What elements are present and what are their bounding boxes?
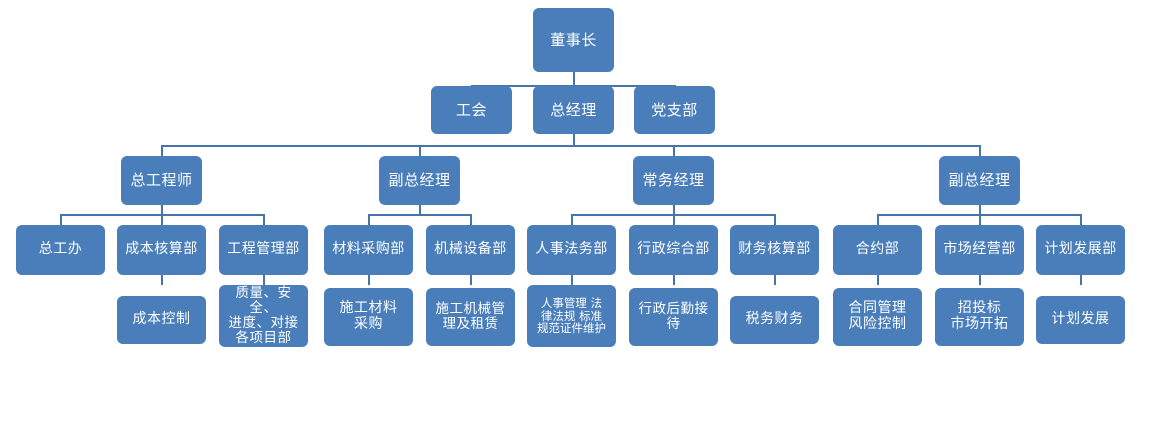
- connector-to-cost-dept: [161, 214, 163, 225]
- node-bidding-market-expansion[interactable]: 招投标 市场开拓: [935, 288, 1024, 346]
- node-admin-logistics-reception[interactable]: 行政后勤接 待: [629, 288, 718, 346]
- node-general-manager[interactable]: 总经理: [533, 86, 614, 134]
- node-chief-engineer[interactable]: 总工程师: [121, 156, 202, 205]
- node-administration-dept[interactable]: 行政综合部: [629, 225, 718, 275]
- node-contract-dept[interactable]: 合约部: [833, 225, 922, 275]
- connector-to-market-dept: [979, 214, 981, 225]
- node-financial-accounting-dept[interactable]: 财务核算部: [730, 225, 819, 275]
- node-planning-development[interactable]: 计划发展: [1036, 296, 1125, 344]
- connector-to-deputy-gm-1: [419, 145, 421, 156]
- connector-market-dept-down: [979, 275, 981, 285]
- connector-bus-deputy-gm-1: [368, 214, 471, 216]
- connector-contract-dept-down: [877, 275, 879, 285]
- node-deputy-general-manager-2[interactable]: 副总经理: [939, 156, 1020, 205]
- node-tax-finance[interactable]: 税务财务: [730, 296, 819, 344]
- node-engineering-management-dept[interactable]: 工程管理部: [219, 225, 308, 275]
- connector-to-gongban: [60, 214, 62, 225]
- connector-material-dept-down: [368, 275, 370, 285]
- connector-to-hr-legal-dept: [571, 214, 573, 225]
- node-construction-machinery-rental[interactable]: 施工机械管 理及租赁: [426, 288, 515, 346]
- node-planning-development-dept[interactable]: 计划发展部: [1036, 225, 1125, 275]
- node-construction-material-purchase[interactable]: 施工材料 采购: [324, 288, 413, 346]
- connector-to-contract-dept: [877, 214, 879, 225]
- connector-finance-dept-down: [774, 275, 776, 285]
- connector-to-executive-manager: [673, 145, 675, 156]
- connector-engineering-dept-down: [263, 275, 265, 285]
- node-executive-manager[interactable]: 常务经理: [633, 156, 714, 205]
- connector-deputy-gm-1-down: [419, 205, 421, 215]
- connector-planning-dept-down: [1080, 275, 1082, 285]
- node-material-procurement-dept[interactable]: 材料采购部: [324, 225, 413, 275]
- connector-to-planning-dept: [1080, 214, 1082, 225]
- connector-to-material-dept: [368, 214, 370, 225]
- connector-admin-dept-down: [673, 275, 675, 285]
- connector-to-engineering-dept: [263, 214, 265, 225]
- connector-to-machinery-dept: [470, 214, 472, 225]
- connector-executive-manager-down: [673, 205, 675, 215]
- connector-to-finance-dept: [774, 214, 776, 225]
- node-deputy-general-manager-1[interactable]: 副总经理: [379, 156, 460, 205]
- connector-cost-dept-down: [161, 275, 163, 285]
- connector-hr-legal-dept-down: [571, 275, 573, 285]
- node-chairman[interactable]: 董事长: [533, 8, 614, 72]
- node-chief-engineer-office[interactable]: 总工办: [16, 225, 105, 275]
- connector-to-deputy-gm-2: [979, 145, 981, 156]
- node-cost-control[interactable]: 成本控制: [117, 296, 206, 344]
- connector-deputy-gm-2-down: [979, 205, 981, 215]
- connector-to-chief-engineer: [161, 145, 163, 156]
- node-machinery-equipment-dept[interactable]: 机械设备部: [426, 225, 515, 275]
- node-market-operation-dept[interactable]: 市场经营部: [935, 225, 1024, 275]
- connector-gm-down: [573, 134, 575, 146]
- connector-machinery-dept-down: [470, 275, 472, 285]
- node-union[interactable]: 工会: [431, 86, 512, 134]
- connector-to-admin-dept: [673, 214, 675, 225]
- connector-chairman-down: [573, 72, 575, 86]
- node-hr-legal-dept[interactable]: 人事法务部: [527, 225, 616, 275]
- connector-chief-engineer-down: [161, 205, 163, 215]
- connector-bus-level3: [161, 145, 980, 147]
- node-quality-safety-progress[interactable]: 质量、安全、 进度、对接 各项目部: [219, 285, 308, 347]
- node-party-branch[interactable]: 党支部: [634, 86, 715, 134]
- node-hr-law-standards[interactable]: 人事管理 法 律法规 标准 规范证件维护: [527, 285, 616, 347]
- node-cost-accounting-dept[interactable]: 成本核算部: [117, 225, 206, 275]
- node-contract-risk-control[interactable]: 合同管理 风险控制: [833, 288, 922, 346]
